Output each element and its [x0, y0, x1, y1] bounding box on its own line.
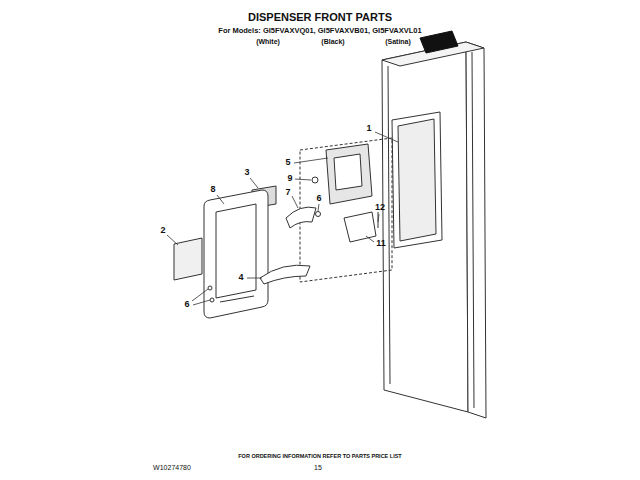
callout-number: 1 — [366, 124, 371, 133]
callout-number: 2 — [160, 226, 165, 235]
callout-number: 11 — [376, 239, 386, 248]
callout-number: 9 — [287, 174, 292, 183]
callout-number: 6 — [316, 194, 321, 203]
model-color: (Satina) — [385, 38, 411, 45]
document-number: W10274780 — [153, 464, 191, 471]
callout-number: 5 — [285, 158, 290, 167]
page-subtitle: For Models: GI5FVAXVQ01, GI5FVAXVB01, GI… — [218, 27, 421, 35]
callout-number: 7 — [285, 188, 290, 197]
page-number: 15 — [314, 464, 322, 471]
diagram-title: DISPENSER FRONT PARTS — [248, 12, 392, 23]
callout-number: 6 — [184, 300, 189, 309]
callout-number: 3 — [244, 168, 249, 177]
model-color: (Black) — [321, 38, 344, 45]
footer-note: FOR ORDERING INFORMATION REFER TO PARTS … — [238, 454, 401, 460]
callout-number: 12 — [375, 203, 385, 212]
callout-number: 4 — [238, 273, 243, 282]
model-color: (White) — [256, 38, 280, 45]
callout-number: 8 — [210, 185, 215, 194]
